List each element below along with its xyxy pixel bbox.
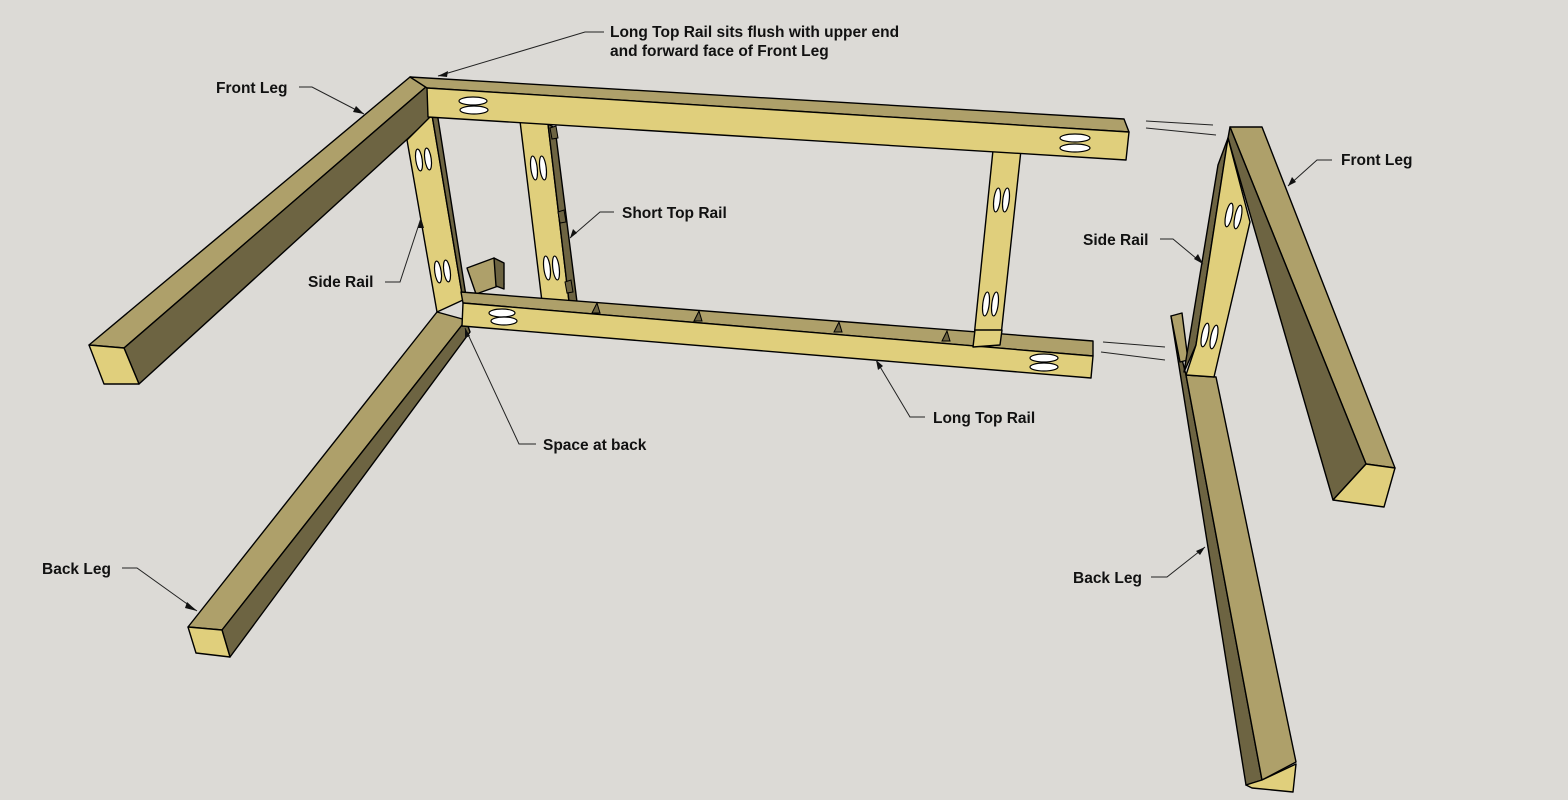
label-short-top-rail: Short Top Rail [622, 205, 727, 222]
back-leg-right [1170, 312, 1297, 793]
short-top-rail [519, 120, 578, 311]
label-front-leg-left: Front Leg [216, 80, 287, 97]
front-leg-right [1227, 126, 1396, 508]
label-side-rail-left: Side Rail [308, 274, 373, 291]
leader-lines [122, 31, 1332, 612]
labels: Long Top Rail sits flush with upper end … [42, 24, 1412, 587]
label-back-leg-left: Back Leg [42, 561, 111, 578]
long-top-rail-lower [460, 291, 1094, 379]
label-long-top-rail-bottom: Long Top Rail [933, 410, 1035, 427]
label-front-leg-right: Front Leg [1341, 152, 1412, 169]
label-long-top-rail-note-line2: and forward face of Front Leg [610, 43, 829, 60]
label-side-rail-right: Side Rail [1083, 232, 1148, 249]
front-leg-left [88, 76, 438, 385]
short-rail-right [972, 149, 1022, 348]
side-rail-left [406, 111, 467, 313]
label-back-leg-right: Back Leg [1073, 570, 1142, 587]
long-top-rail-upper [409, 76, 1130, 161]
leader-arrowheads [185, 71, 1296, 611]
break-marks [1100, 120, 1217, 361]
back-post-stub [466, 257, 505, 295]
label-long-top-rail-note-line1: Long Top Rail sits flush with upper end [610, 24, 899, 41]
label-space-at-back: Space at back [543, 437, 647, 454]
side-rail-right [1183, 137, 1251, 378]
back-leg-left [187, 311, 471, 658]
